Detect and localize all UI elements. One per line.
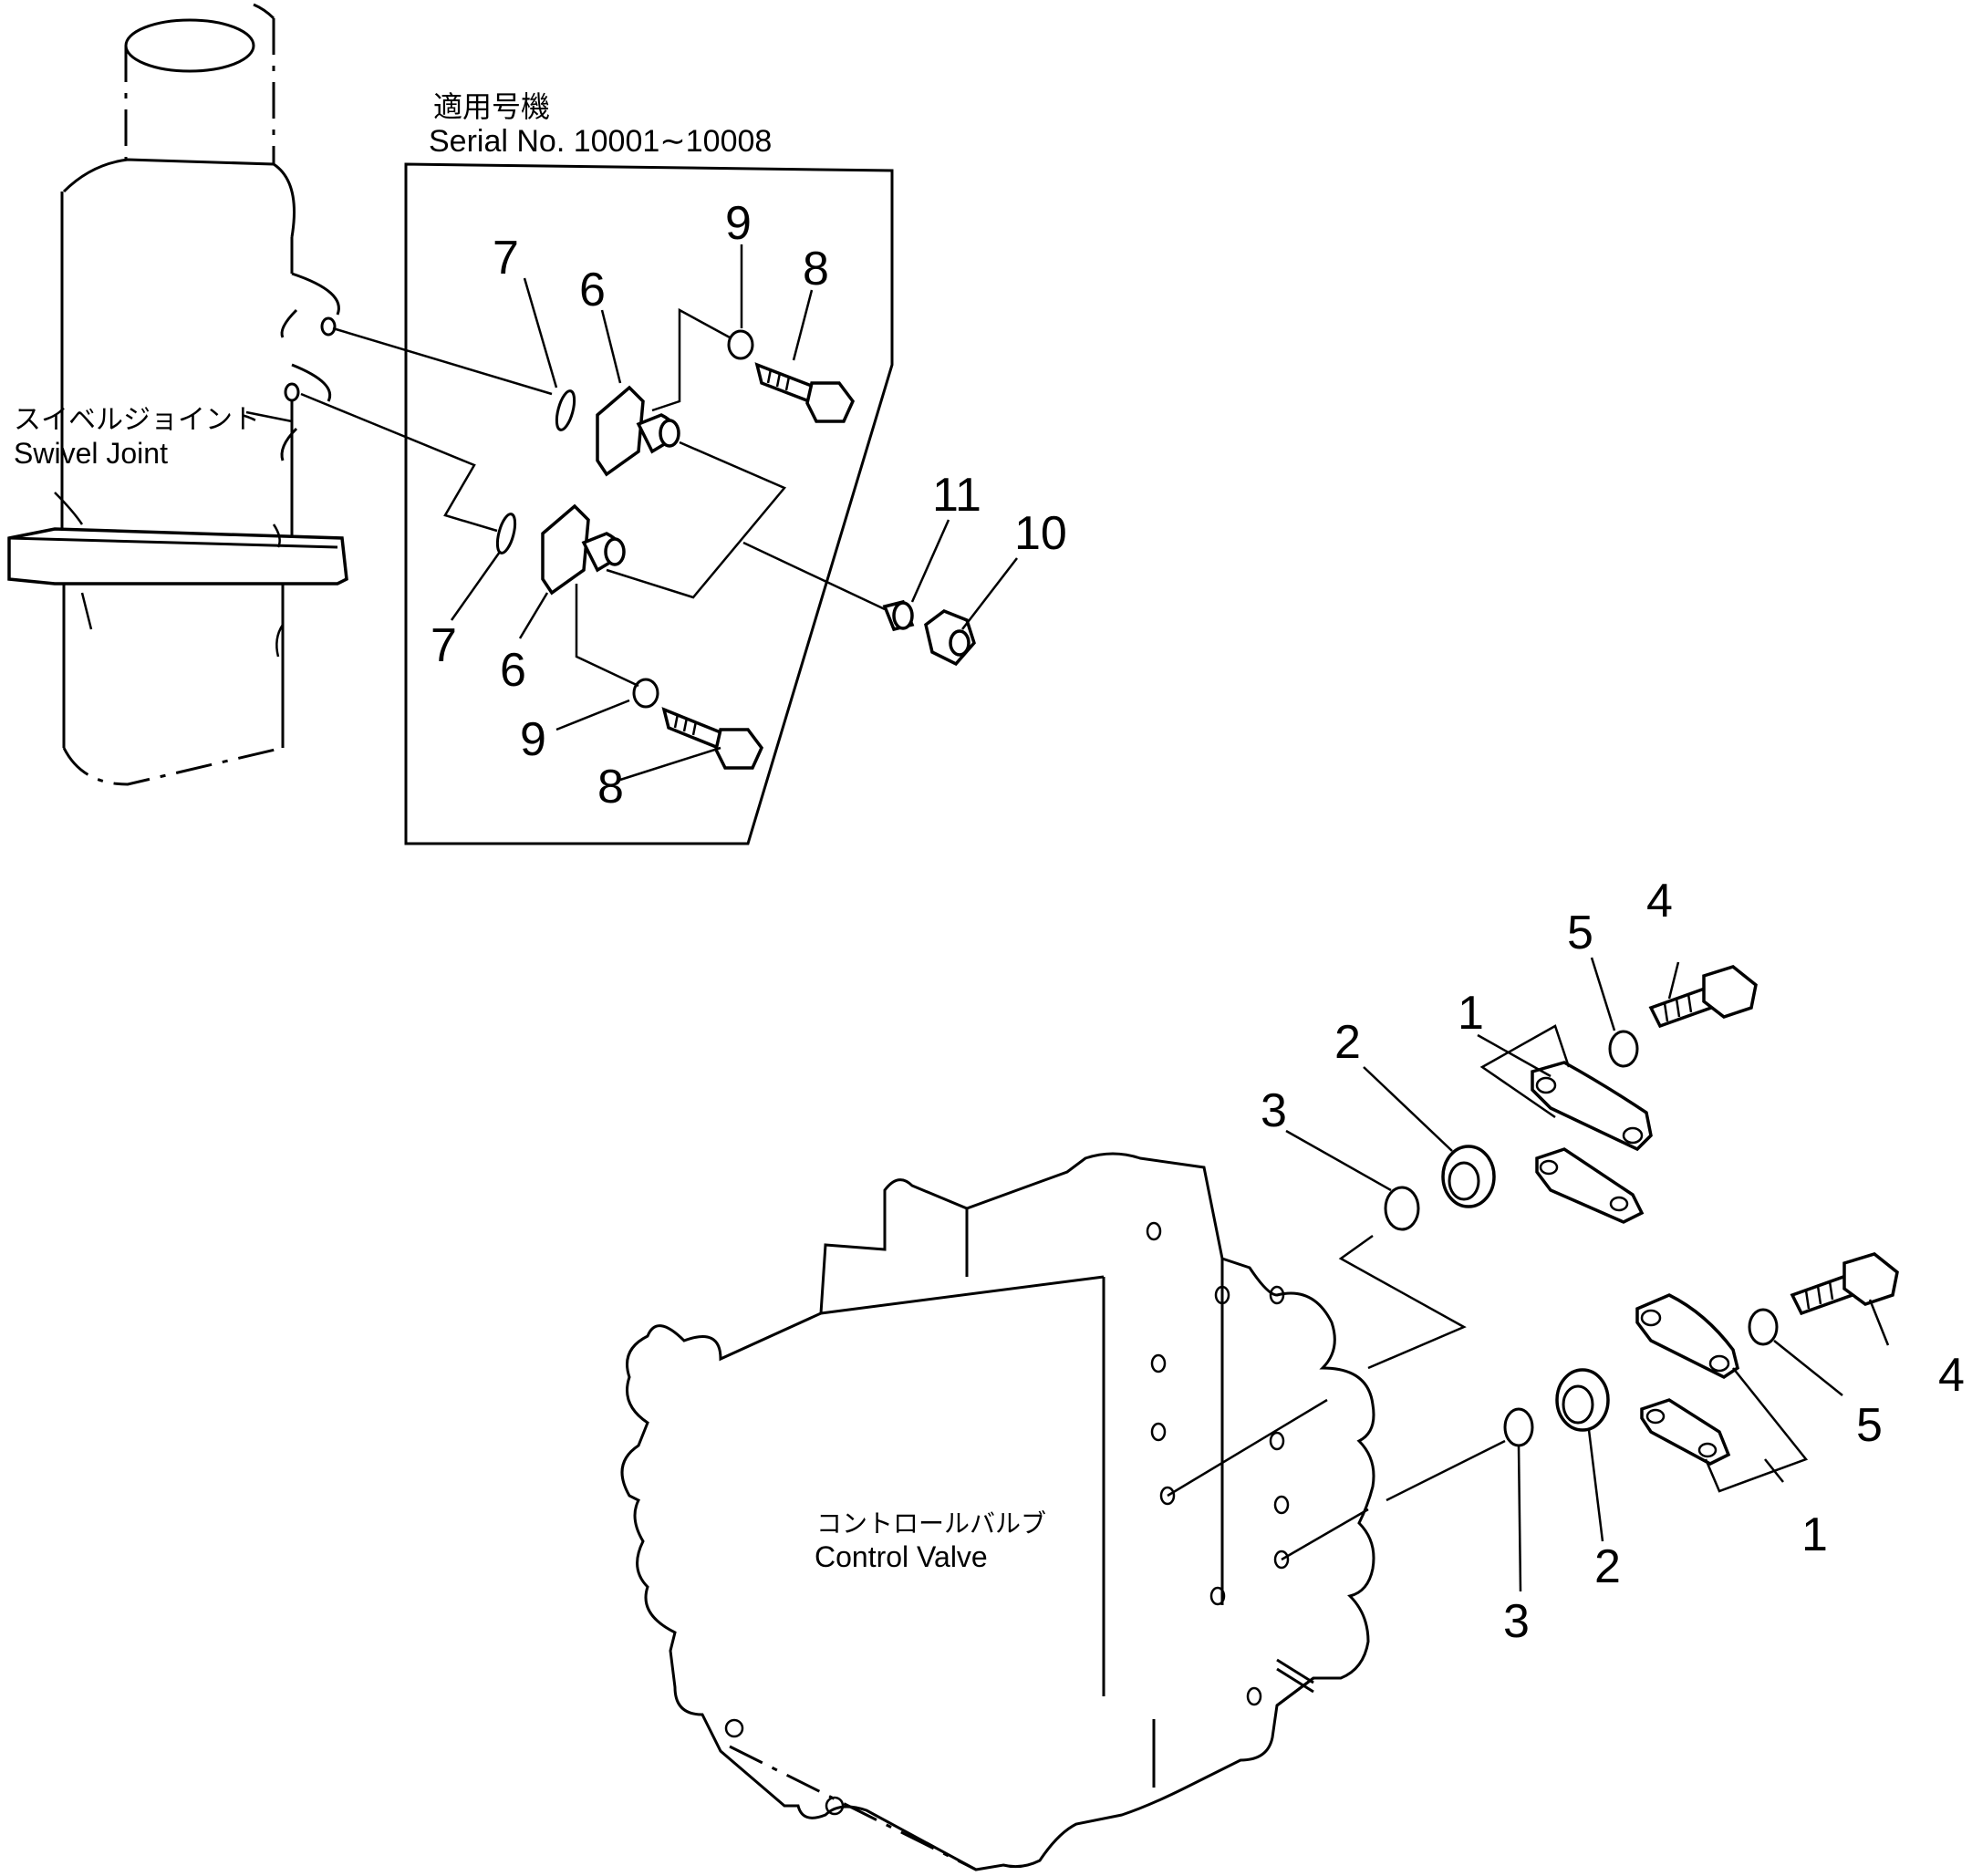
- callout-1-lower: 1: [1801, 1508, 1828, 1561]
- serial-number-label: Serial No. 10001∼10008: [429, 124, 772, 159]
- callout-3-upper: 3: [1261, 1084, 1287, 1137]
- callout-4-lower: 4: [1938, 1349, 1965, 1402]
- callout-10: 10: [1014, 507, 1067, 560]
- callout-6-lower: 6: [500, 644, 526, 697]
- bolt-4-lower: [1790, 1252, 1899, 1316]
- callout-7-lower: 7: [431, 619, 457, 672]
- washer-5-upper: [1608, 1030, 1639, 1068]
- o-ring-3-lower: [1503, 1407, 1534, 1447]
- callout-4-upper: 4: [1646, 875, 1673, 928]
- callout-9-lower: 9: [520, 713, 546, 766]
- split-flange-1-lower: [1635, 1293, 1739, 1466]
- callout-9-upper: 9: [725, 197, 752, 250]
- collar-2-upper: [1441, 1145, 1496, 1208]
- o-ring-7-lower: [495, 513, 517, 555]
- callout-11: 11: [932, 469, 981, 522]
- swivel-joint-label-jp: スイベルジョイント: [14, 405, 260, 435]
- callout-3-lower: 3: [1503, 1595, 1530, 1648]
- control-valve-label-jp: コントロールバルブ: [816, 1509, 1046, 1538]
- callout-6-upper: 6: [579, 264, 606, 316]
- callout-7-upper: 7: [493, 232, 519, 285]
- bolt-4-upper: [1648, 965, 1758, 1029]
- control-valve-drawing: [620, 1152, 1375, 1871]
- bolt-8-lower: [661, 707, 764, 770]
- o-ring-3-upper: [1384, 1186, 1420, 1231]
- bolt-8-upper: [754, 362, 856, 423]
- callout-8-upper: 8: [803, 243, 829, 295]
- elbow-6-lower: [541, 503, 626, 596]
- callout-1-upper: 1: [1458, 987, 1484, 1040]
- o-ring-7-upper: [555, 389, 576, 431]
- callout-8-lower: 8: [597, 761, 624, 814]
- swivel-joint-label-en: Swivel Joint: [14, 437, 168, 470]
- callout-5-upper: 5: [1567, 907, 1593, 959]
- washer-9-upper: [727, 329, 754, 360]
- nut-10: [924, 609, 976, 667]
- control-valve-label-en: Control Valve: [815, 1540, 988, 1573]
- callout-2-lower: 2: [1594, 1540, 1621, 1593]
- split-flange-1-upper: [1531, 1061, 1653, 1224]
- elbow-6-upper: [596, 385, 680, 477]
- callout-2-upper: 2: [1334, 1016, 1361, 1069]
- swivel-joint-drawing: [7, 3, 348, 786]
- collar-2-lower: [1555, 1368, 1610, 1432]
- washer-9-lower: [632, 678, 659, 709]
- applicable-machines-jp: 適用号機: [433, 90, 550, 123]
- washer-5-lower: [1748, 1308, 1779, 1346]
- inset-frame: [404, 162, 894, 845]
- sleeve-11: [882, 599, 915, 632]
- callout-5-lower: 5: [1856, 1399, 1883, 1452]
